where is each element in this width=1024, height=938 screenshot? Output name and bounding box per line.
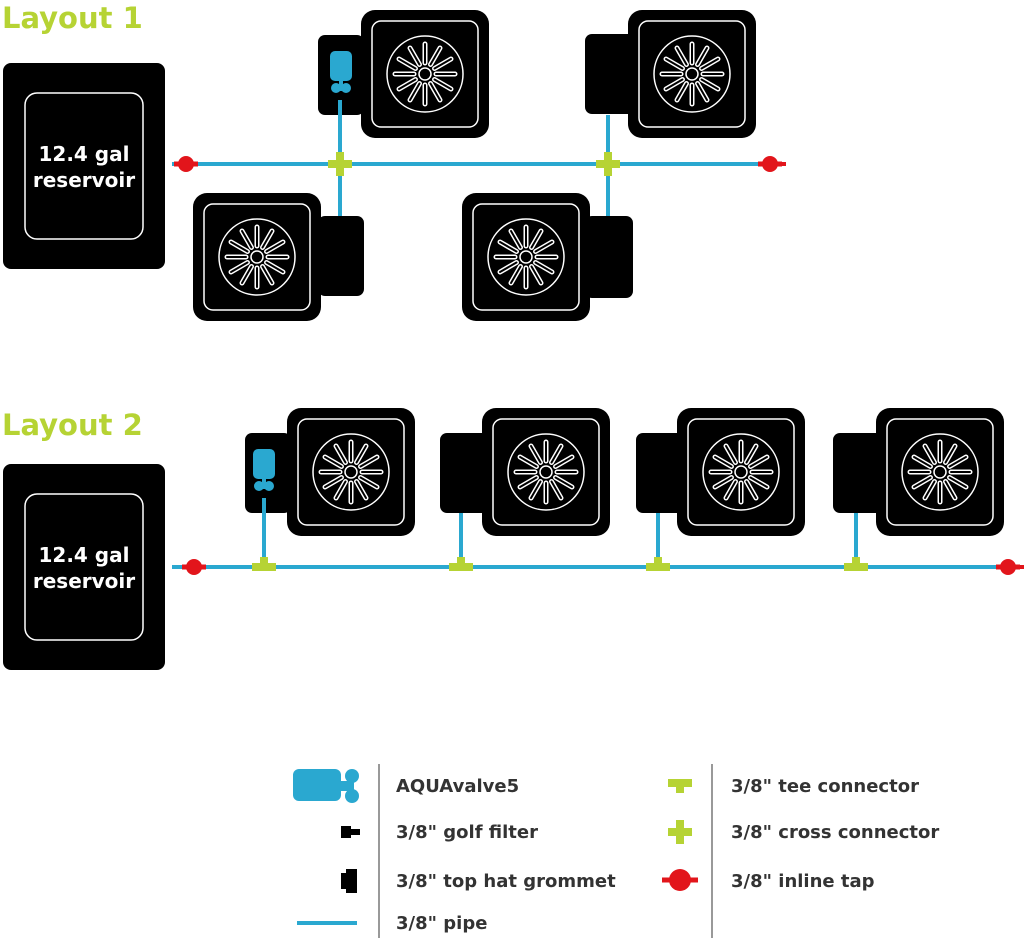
tap-2a bbox=[182, 559, 206, 575]
pot-2c bbox=[677, 408, 805, 536]
pot-1b bbox=[628, 10, 756, 138]
legend: AQUAvalve5 3/8" golf filter 3/8" top hat… bbox=[293, 764, 939, 938]
pot-2b bbox=[482, 408, 610, 536]
aquavalve-2 bbox=[253, 449, 275, 491]
reservoir-2-label-line2: reservoir bbox=[33, 569, 135, 593]
tap-1b bbox=[758, 156, 782, 172]
aquavalve-1 bbox=[330, 51, 352, 93]
cross-connector-1b bbox=[596, 152, 620, 176]
tap-2b bbox=[996, 559, 1020, 575]
aquavalve-icon bbox=[293, 769, 359, 803]
pot-2a bbox=[287, 408, 415, 536]
reservoir-2: 12.4 gal reservoir bbox=[3, 464, 165, 670]
tee-connector-2a bbox=[252, 557, 276, 571]
reservoir-1-label-line1: 12.4 gal bbox=[39, 142, 130, 166]
cross-connector-icon bbox=[668, 820, 692, 844]
golf-filter-icon bbox=[341, 826, 360, 838]
reservoir-1: 12.4 gal reservoir bbox=[3, 63, 165, 269]
layout-1-title: Layout 1 bbox=[2, 1, 143, 35]
tee-connector-2d bbox=[844, 557, 868, 571]
top-hat-grommet-icon bbox=[341, 869, 357, 893]
pot-1a bbox=[361, 10, 489, 138]
legend-golf-filter-label: 3/8" golf filter bbox=[396, 822, 538, 843]
legend-tap-label: 3/8" inline tap bbox=[731, 871, 875, 892]
tap-1a bbox=[174, 156, 198, 172]
inline-tap-icon bbox=[662, 869, 698, 891]
pot-1c bbox=[193, 193, 321, 321]
tee-connector-icon bbox=[668, 779, 692, 793]
cross-connector-1a bbox=[328, 152, 352, 176]
tee-connector-2c bbox=[646, 557, 670, 571]
reservoir-2-label-line1: 12.4 gal bbox=[39, 543, 130, 567]
legend-tee-label: 3/8" tee connector bbox=[731, 776, 919, 797]
layout-2: 12.4 gal reservoir bbox=[3, 408, 1024, 670]
legend-aquavalve-label: AQUAvalve5 bbox=[396, 776, 519, 797]
pot-1d bbox=[462, 193, 590, 321]
legend-grommet-label: 3/8" top hat grommet bbox=[396, 871, 616, 892]
legend-cross-label: 3/8" cross connector bbox=[731, 822, 939, 843]
layout-1: 12.4 gal reservoir bbox=[3, 10, 786, 321]
pot-2d bbox=[876, 408, 1004, 536]
legend-pipe-label: 3/8" pipe bbox=[396, 913, 487, 934]
tee-connector-2b bbox=[449, 557, 473, 571]
reservoir-1-label-line2: reservoir bbox=[33, 168, 135, 192]
layout-2-title: Layout 2 bbox=[2, 408, 143, 442]
